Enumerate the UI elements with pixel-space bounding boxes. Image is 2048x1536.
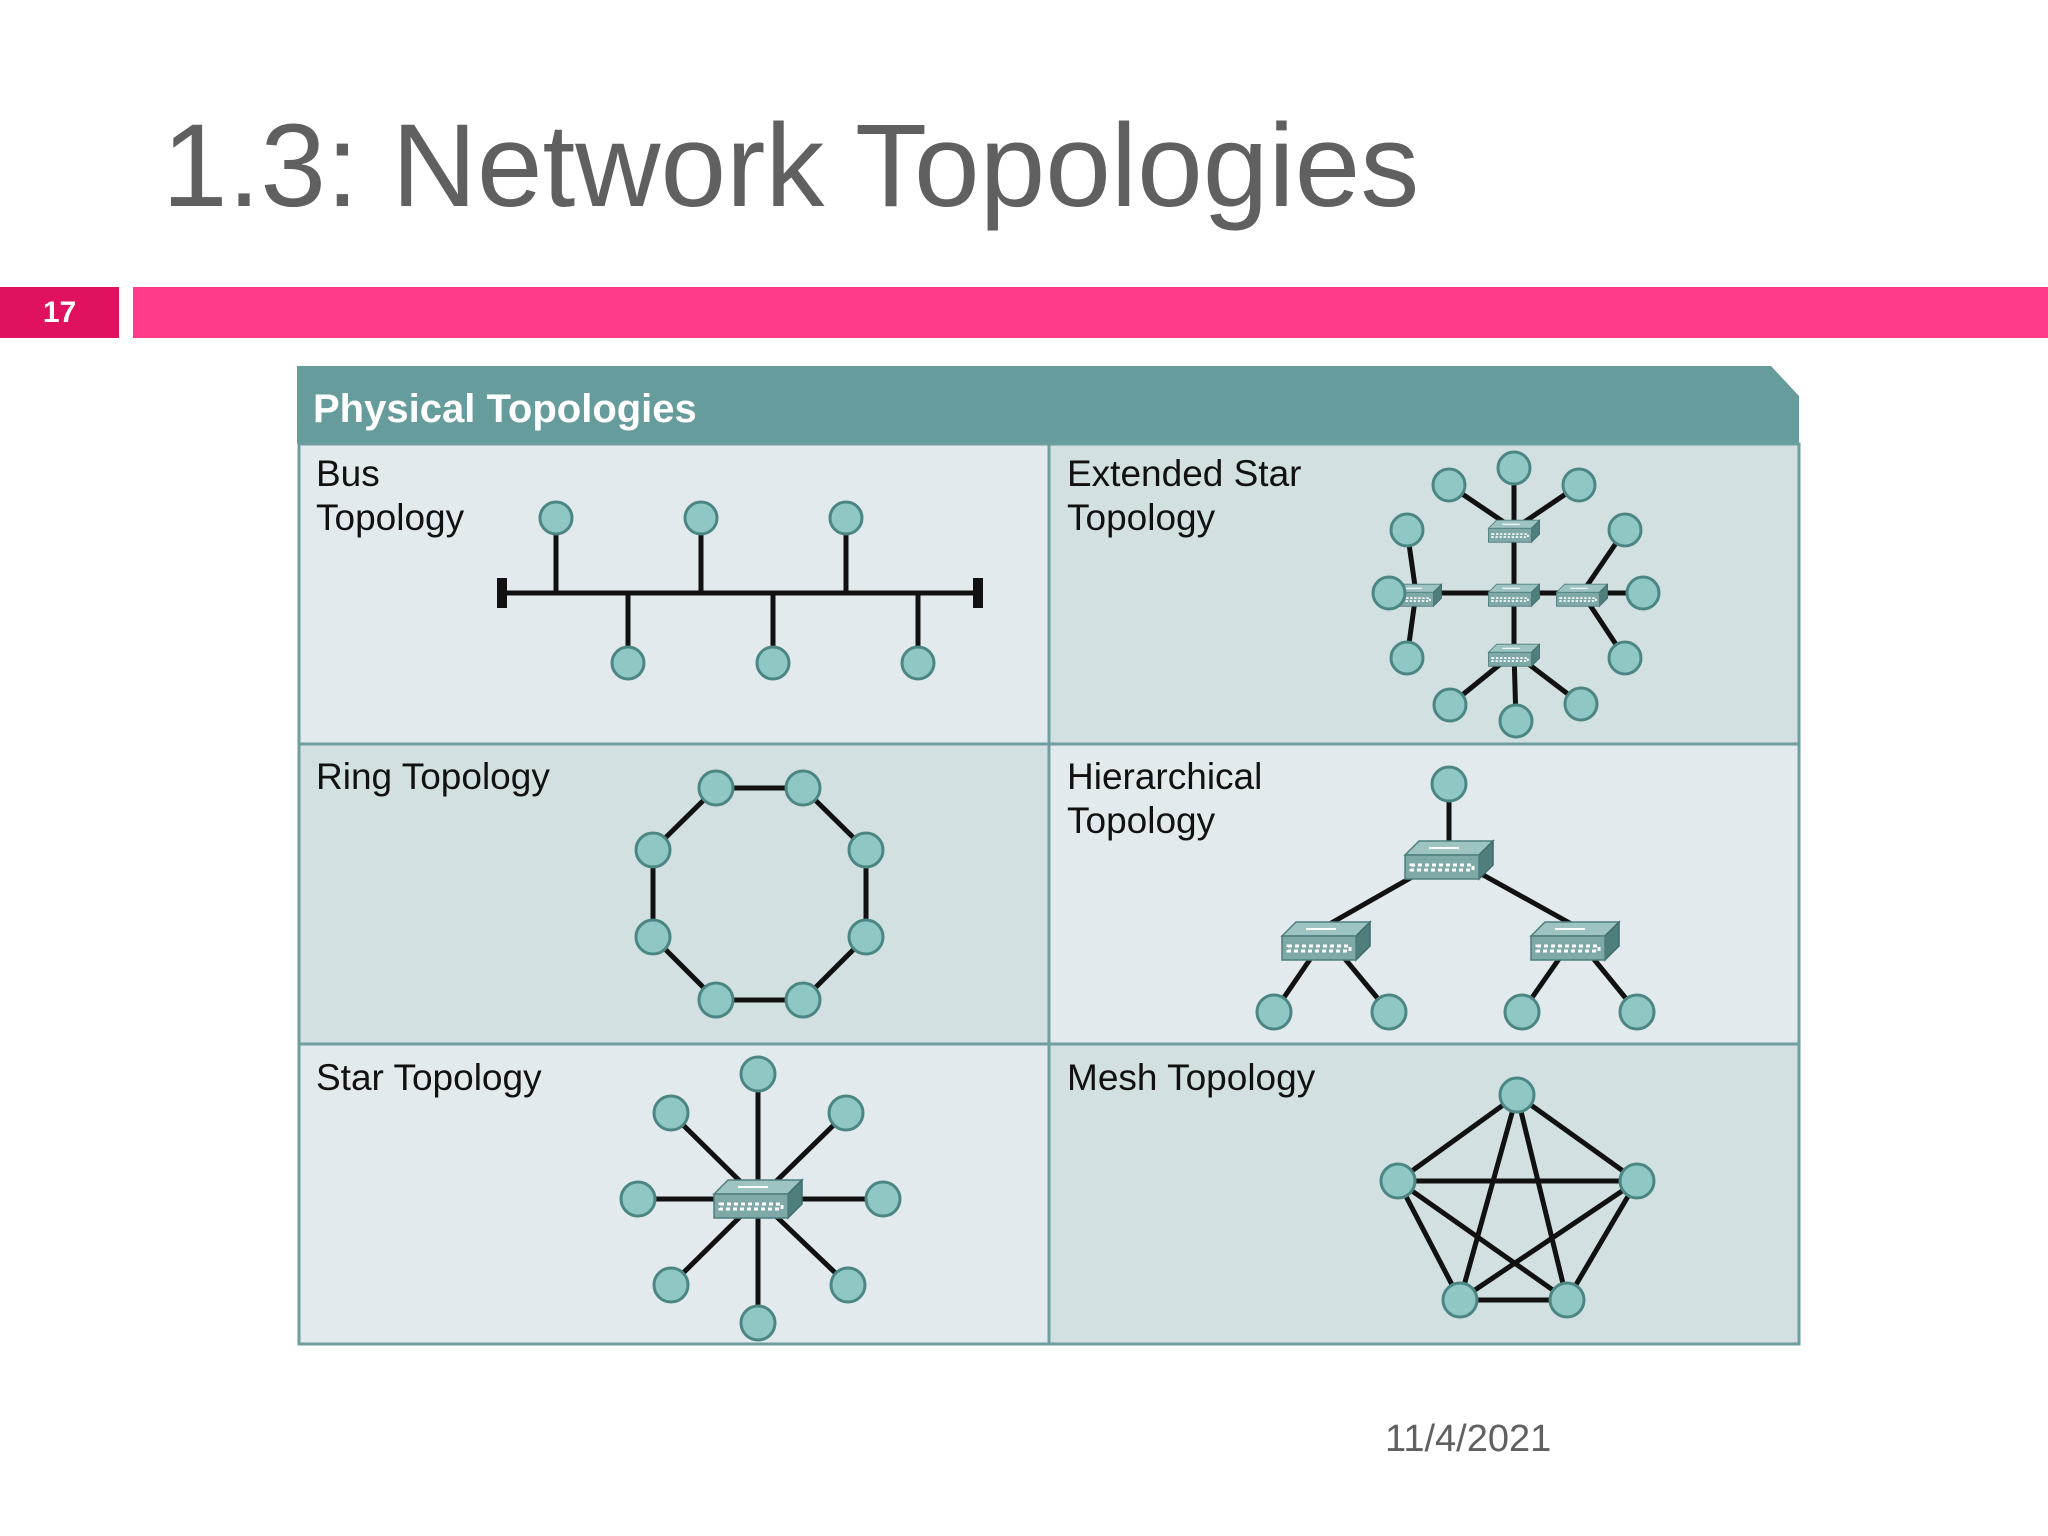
mesh-link (1458, 1178, 1639, 1303)
cell-hierarchical (1047, 742, 1801, 1046)
ext-star-node (1431, 467, 1467, 503)
star-node (619, 1180, 657, 1218)
hier-switch-icon (1280, 920, 1372, 962)
mesh-node (1548, 1281, 1586, 1319)
mesh-link (1457, 1094, 1520, 1301)
star-node (864, 1180, 902, 1218)
ring-topology-label: Ring Topology (316, 756, 550, 797)
hier-root-switch-icon (1403, 839, 1495, 881)
ext-star-node (1561, 467, 1597, 503)
star-node (652, 1266, 690, 1304)
figure-header-bar (297, 366, 1799, 444)
ext-star-switch-icon (1555, 583, 1609, 608)
mesh-node (1379, 1162, 1417, 1200)
ring-node (784, 769, 822, 807)
ring-node (634, 918, 672, 956)
hier-node (1430, 765, 1468, 803)
topology-diagram (297, 366, 1801, 1346)
bus-node (755, 645, 791, 681)
hier-node (1255, 993, 1293, 1031)
star-hub-switch-icon (712, 1178, 804, 1220)
accent-bar (133, 287, 2048, 338)
bus-node (683, 500, 719, 536)
star-node (829, 1266, 867, 1304)
ext-star-node (1498, 703, 1534, 739)
mesh-link (1564, 1179, 1640, 1302)
ext-star-node (1563, 686, 1599, 722)
slide-title: 1.3: Network Topologies (162, 100, 1420, 232)
star-node (652, 1094, 690, 1132)
cell-mesh (1047, 1042, 1801, 1346)
hier-node (1503, 993, 1541, 1031)
ext-star-node (1432, 687, 1468, 723)
ext-star-node (1371, 575, 1407, 611)
bus-topology-label: Bus Topology (316, 453, 465, 538)
ring-node (847, 831, 885, 869)
mesh-link (1514, 1094, 1570, 1301)
mesh-node (1441, 1281, 1479, 1319)
mesh-node (1618, 1162, 1656, 1200)
ring-node (784, 981, 822, 1019)
ext-star-node (1389, 512, 1425, 548)
mesh-link (1396, 1092, 1519, 1184)
ring-node (697, 769, 735, 807)
slide-date: 11/4/2021 (1385, 1418, 1552, 1460)
extended-star-topology-label: Extended Star Topology (1067, 453, 1302, 538)
hier-switch-icon (1529, 920, 1621, 962)
star-topology-label: Star Topology (316, 1057, 542, 1098)
star-node (739, 1304, 777, 1342)
mesh-link (1396, 1178, 1569, 1303)
slide-number-badge: 17 (0, 287, 119, 338)
ring-node (634, 831, 672, 869)
ext-star-node (1496, 450, 1532, 486)
ext-star-node (1625, 575, 1661, 611)
ext-star-node (1607, 640, 1643, 676)
ext-star-switch-icon (1487, 643, 1541, 668)
ext-star-node (1389, 640, 1425, 676)
ext-star-switch-icon (1487, 519, 1541, 544)
ring-node (697, 981, 735, 1019)
bus-node (538, 500, 574, 536)
bus-node (900, 645, 936, 681)
figure-header: Physical Topologies (313, 387, 697, 431)
star-node (827, 1094, 865, 1132)
physical-topologies-figure: Physical Topologies Bus Topology Extende… (297, 366, 1801, 1346)
hier-node (1618, 993, 1656, 1031)
hier-node (1370, 993, 1408, 1031)
ext-star-node (1607, 512, 1643, 548)
ext-star-switch-icon (1487, 583, 1541, 608)
bus-node (828, 500, 864, 536)
bus-node (610, 645, 646, 681)
mesh-topology-label: Mesh Topology (1067, 1057, 1316, 1098)
star-node (739, 1055, 777, 1093)
mesh-link (1515, 1092, 1639, 1184)
mesh-link (1395, 1179, 1463, 1302)
hierarchical-topology-label: Hierarchical Topology (1067, 756, 1263, 841)
ring-node (847, 918, 885, 956)
mesh-node (1498, 1076, 1536, 1114)
